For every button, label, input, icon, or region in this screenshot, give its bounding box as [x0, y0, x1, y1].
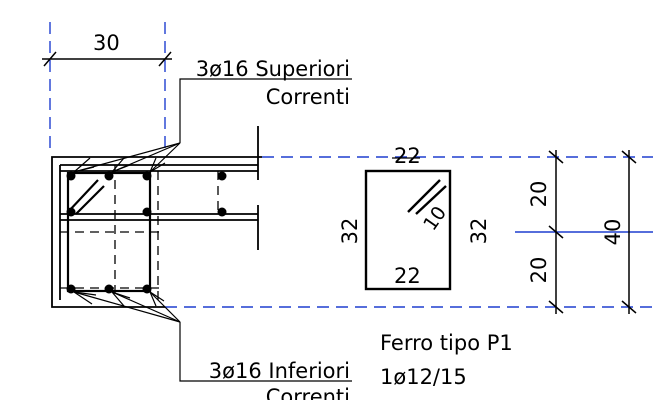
bottom-leader-head-3	[148, 290, 165, 307]
height-tick-outer-top	[621, 150, 637, 164]
bottom-leader-head-2	[110, 290, 131, 307]
rebar-dots	[66, 171, 227, 294]
bottom-leader-arrow-2	[111, 291, 181, 323]
outer-outline	[51, 156, 262, 308]
hidden-bars	[60, 165, 219, 300]
width-dimension-label: 30	[93, 31, 120, 55]
elevation-stirrup-hook-2	[75, 185, 105, 215]
rebar-dot	[66, 171, 76, 181]
stirrup-shape-hook-2	[415, 185, 447, 215]
top-leader-arrow-3	[149, 142, 181, 173]
stirrup-left-label: 32	[338, 218, 362, 245]
rebar-dot	[142, 207, 152, 217]
rebar-note-spec: 1ø12/15	[380, 365, 467, 389]
stirrup-shape	[364, 169, 452, 291]
elevation-stirrup-hook	[67, 179, 99, 213]
height-lower-label: 20	[527, 257, 551, 284]
height-tick-inner-top	[548, 150, 564, 164]
height-total-label: 40	[601, 219, 625, 246]
stirrup-right-label: 32	[467, 218, 491, 245]
top-bars-label: 3ø16 Superiori	[196, 57, 350, 81]
stirrup-top-label: 22	[394, 144, 421, 168]
top-leader-head-2	[111, 157, 131, 173]
rebar-dot	[66, 284, 76, 294]
bottom-callout-leaders	[73, 290, 352, 382]
bottom-leader-arrow-1	[73, 291, 181, 323]
height-upper-label: 20	[527, 181, 551, 208]
height-dimensions	[548, 150, 637, 314]
top-callout-leaders	[73, 78, 352, 174]
width-dimension-tick-right	[158, 51, 172, 67]
top-bars-sublabel: Correnti	[266, 85, 350, 109]
rebar-dot	[142, 171, 152, 181]
stirrup-shape-hook-1	[407, 179, 441, 213]
height-tick-outer-bottom	[621, 300, 637, 314]
stirrup-bottom-label: 22	[394, 264, 421, 288]
rebar-dot	[217, 171, 227, 181]
rebar-dot	[104, 171, 114, 181]
bottom-leader-arrow-3	[149, 291, 181, 323]
rebar-dot	[66, 207, 76, 217]
bottom-callout-leader-main	[179, 322, 352, 382]
width-dimension	[42, 51, 172, 67]
top-leader-head-1	[73, 157, 95, 173]
bottom-bars-label: 3ø16 Inferiori	[209, 359, 350, 383]
height-tick-inner-mid	[548, 225, 564, 239]
rebar-note-title: Ferro tipo P1	[380, 331, 513, 355]
bottom-bars-sublabel: Correnti	[266, 385, 350, 400]
width-dimension-tick-left	[43, 51, 57, 67]
height-tick-inner-bottom	[548, 300, 564, 314]
reference-lines	[49, 22, 653, 308]
top-callout-leader-main	[179, 78, 352, 143]
stirrup-shape-box	[364, 169, 452, 291]
bottom-leader-head-1	[73, 291, 97, 305]
rebar-dot	[217, 207, 227, 217]
top-leader-head-3	[148, 157, 166, 174]
